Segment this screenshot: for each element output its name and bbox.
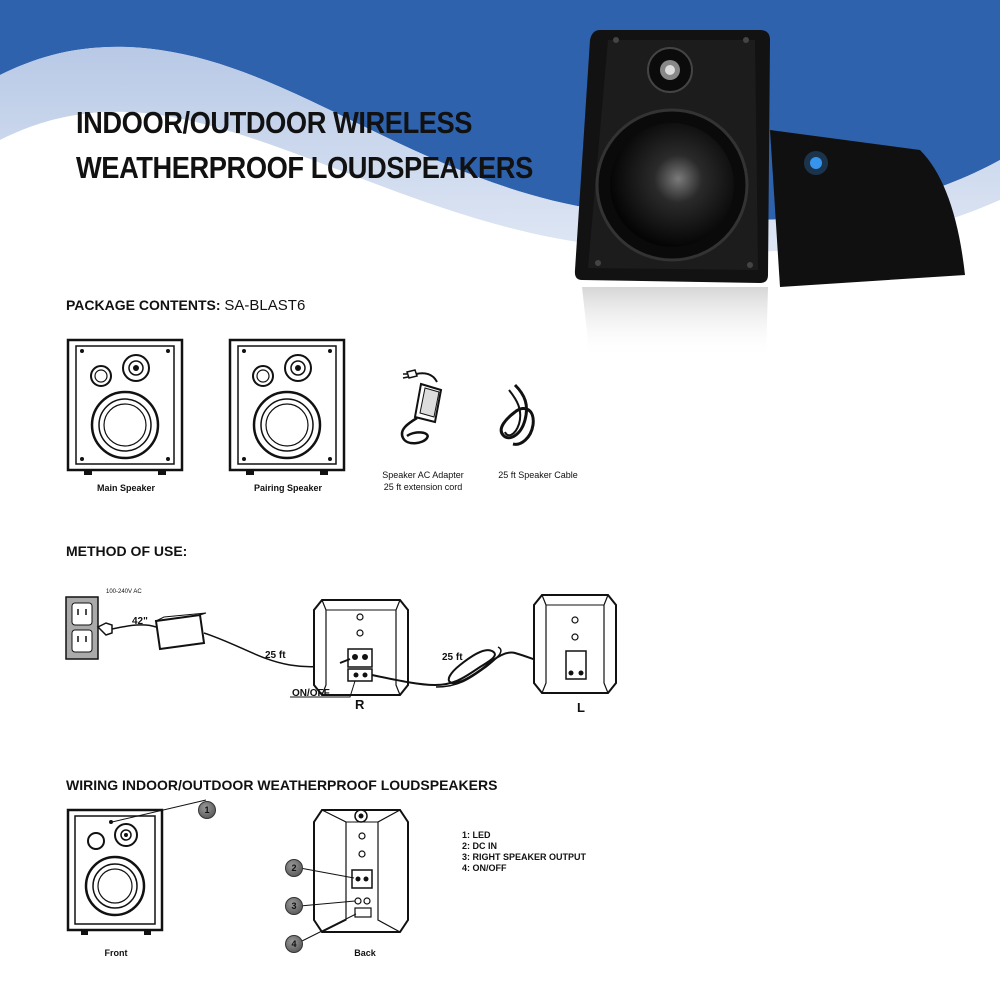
wiring-legend: 1: LED 2: DC IN 3: RIGHT SPEAKER OUTPUT … <box>462 830 586 874</box>
onoff-label: ON/OFF <box>292 688 330 699</box>
cable-length-label-1: 25 ft <box>265 650 286 661</box>
cable-length-label-2: 25 ft <box>442 652 463 663</box>
pairing-speaker-caption: Pairing Speaker <box>253 483 323 493</box>
legend-item-led: 1: LED <box>462 830 491 840</box>
ac-adapter-caption-line-1: Speaker AC Adapter <box>382 470 464 480</box>
main-speaker-drawing <box>66 338 184 475</box>
front-caption: Front <box>104 948 128 958</box>
page-title-line-1: INDOOR/OUTDOOR WIRELESS <box>76 105 473 140</box>
left-speaker-label: L <box>577 700 585 715</box>
main-speaker-caption: Main Speaker <box>96 483 156 493</box>
legend-item-right-output: 3: RIGHT SPEAKER OUTPUT <box>462 852 587 862</box>
speaker-cable-drawing <box>499 383 535 446</box>
model-number: SA-BLAST6 <box>224 297 306 314</box>
speaker-cable-caption: 25 ft Speaker Cable <box>498 470 578 480</box>
speaker-product-photo <box>574 30 965 360</box>
pairing-speaker-drawing <box>228 338 346 475</box>
callout-1: 1 <box>198 801 216 819</box>
page-title-line-2: WEATHERPROOF LOUDSPEAKERS <box>76 150 533 185</box>
callout-2: 2 <box>285 859 303 877</box>
callout-3: 3 <box>285 897 303 915</box>
method-of-use-heading: METHOD OF USE: <box>66 543 188 559</box>
callout-4: 4 <box>285 935 303 953</box>
front-speaker-drawing <box>66 799 207 935</box>
right-speaker-label: R <box>355 697 365 712</box>
package-contents-label: PACKAGE CONTENTS: <box>66 297 221 313</box>
method-of-use-diagram <box>65 594 617 698</box>
legend-item-onoff: 4: ON/OFF <box>462 863 507 873</box>
package-contents-heading: PACKAGE CONTENTS: SA-BLAST6 <box>66 297 305 314</box>
voltage-label: 100-240V AC <box>106 589 142 595</box>
ac-adapter-caption-line-2: 25 ft extension cord <box>383 482 463 492</box>
adapter-length-label: 42" <box>132 616 148 627</box>
back-caption: Back <box>354 948 376 958</box>
wiring-heading: WIRING INDOOR/OUTDOOR WEATHERPROOF LOUDS… <box>66 777 498 793</box>
back-speaker-drawing <box>299 809 409 943</box>
ac-adapter-drawing <box>400 369 443 445</box>
legend-item-dc-in: 2: DC IN <box>462 841 498 851</box>
